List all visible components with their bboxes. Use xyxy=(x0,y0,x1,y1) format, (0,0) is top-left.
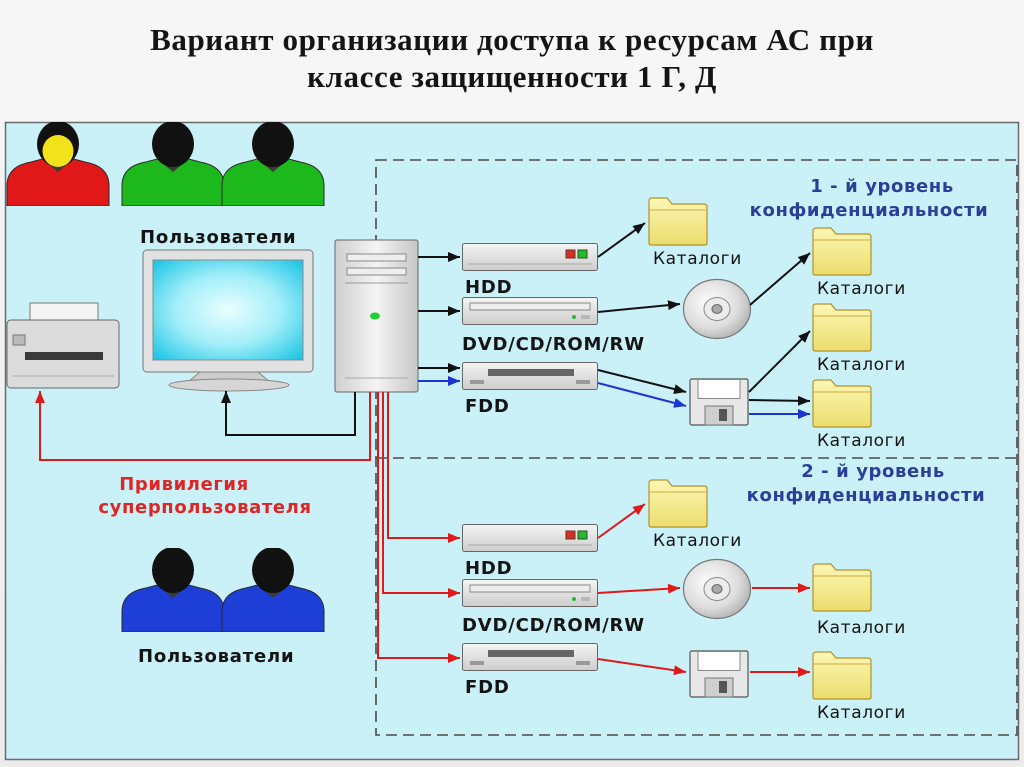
level1-dvd-label: DVD/CD/ROM/RW xyxy=(462,334,645,355)
level2-dvd-drive-icon xyxy=(462,579,598,607)
confidentiality-zone-border xyxy=(375,159,1018,736)
level2-catalog-label-3: Каталоги xyxy=(817,703,906,723)
top-users-label: Пользователи xyxy=(140,227,296,248)
level1-disc-folder-icon xyxy=(812,227,872,276)
slide-title-line1: Вариант организации доступа к ресурсам А… xyxy=(150,22,874,57)
level1-catalog-label-2: Каталоги xyxy=(817,279,906,299)
arrow-tower-to-hdd-level2 xyxy=(387,392,460,543)
arrow-tower-to-dvd-level2 xyxy=(382,392,460,598)
level2-hdd-label: HDD xyxy=(465,558,512,579)
bottom-users-label: Пользователи xyxy=(138,646,294,667)
level2-fdd-label: FDD xyxy=(465,677,510,698)
level1-floppy-folder-icon-1 xyxy=(812,303,872,352)
level1-catalog-label-4: Каталоги xyxy=(817,431,906,451)
computer-tower-icon xyxy=(334,239,419,393)
level2-dvd-label: DVD/CD/ROM/RW xyxy=(462,615,645,636)
level1-disc-icon xyxy=(682,278,752,340)
arrow-fdd2-to-floppy xyxy=(597,658,687,676)
level1-hdd-label: HDD xyxy=(465,277,512,298)
level1-floppy-folder-icon-2 xyxy=(812,379,872,428)
arrow-hdd2-to-folder xyxy=(597,503,646,539)
top-users-group xyxy=(6,122,325,206)
superuser-face xyxy=(42,135,74,167)
level1-label-line1: 1 - й уровень xyxy=(810,176,954,197)
level2-floppy-folder-icon xyxy=(812,651,872,700)
arrow-tower-to-monitor xyxy=(221,391,356,436)
level2-catalog-label-1: Каталоги xyxy=(653,531,742,551)
level2-catalog-label-2: Каталоги xyxy=(817,618,906,638)
level1-floppy-icon xyxy=(689,378,749,426)
level2-label-line1: 2 - й уровень xyxy=(801,461,945,482)
arrow-tower-to-printer xyxy=(35,391,371,461)
level2-fdd-icon xyxy=(462,643,598,671)
level2-disc-icon xyxy=(682,558,752,620)
level1-hdd-folder-icon xyxy=(648,197,708,246)
level2-floppy-icon xyxy=(689,650,749,698)
level1-fdd-icon xyxy=(462,362,598,390)
monitor-icon xyxy=(142,249,314,392)
level1-fdd-label: FDD xyxy=(465,396,510,417)
arrow-dvd-to-disc xyxy=(597,300,681,313)
arrow-floppy-to-folder-1 xyxy=(748,330,811,393)
level1-hdd-icon xyxy=(462,243,598,271)
privilege-label-line2: суперпользователя xyxy=(98,497,311,518)
level1-catalog-label-1: Каталоги xyxy=(653,249,742,269)
arrow-dvd2-to-disc xyxy=(597,583,681,594)
arrow-hdd-to-folder xyxy=(597,222,646,258)
arrow-floppy-to-folder-2-black xyxy=(748,395,811,406)
level2-hdd-folder-icon xyxy=(648,479,708,528)
arrow-fdd-to-floppy-blue xyxy=(597,382,687,408)
level2-hdd-icon xyxy=(462,524,598,552)
privilege-label-line1: Привилегия xyxy=(119,474,249,495)
arrow-fdd-to-floppy-black xyxy=(597,369,687,394)
level1-dvd-drive-icon xyxy=(462,297,598,325)
level2-label-line2: конфиденциальности xyxy=(747,485,986,506)
level1-catalog-label-3: Каталоги xyxy=(817,355,906,375)
slide-title-line2: классе защищенности 1 Г, Д xyxy=(307,59,717,94)
printer-icon xyxy=(6,302,120,389)
arrow-tower-to-fdd-level2 xyxy=(377,392,460,663)
level2-disc-folder-icon xyxy=(812,563,872,612)
arrow-disc-to-folder xyxy=(749,252,811,306)
level1-label-line2: конфиденциальности xyxy=(750,200,989,221)
